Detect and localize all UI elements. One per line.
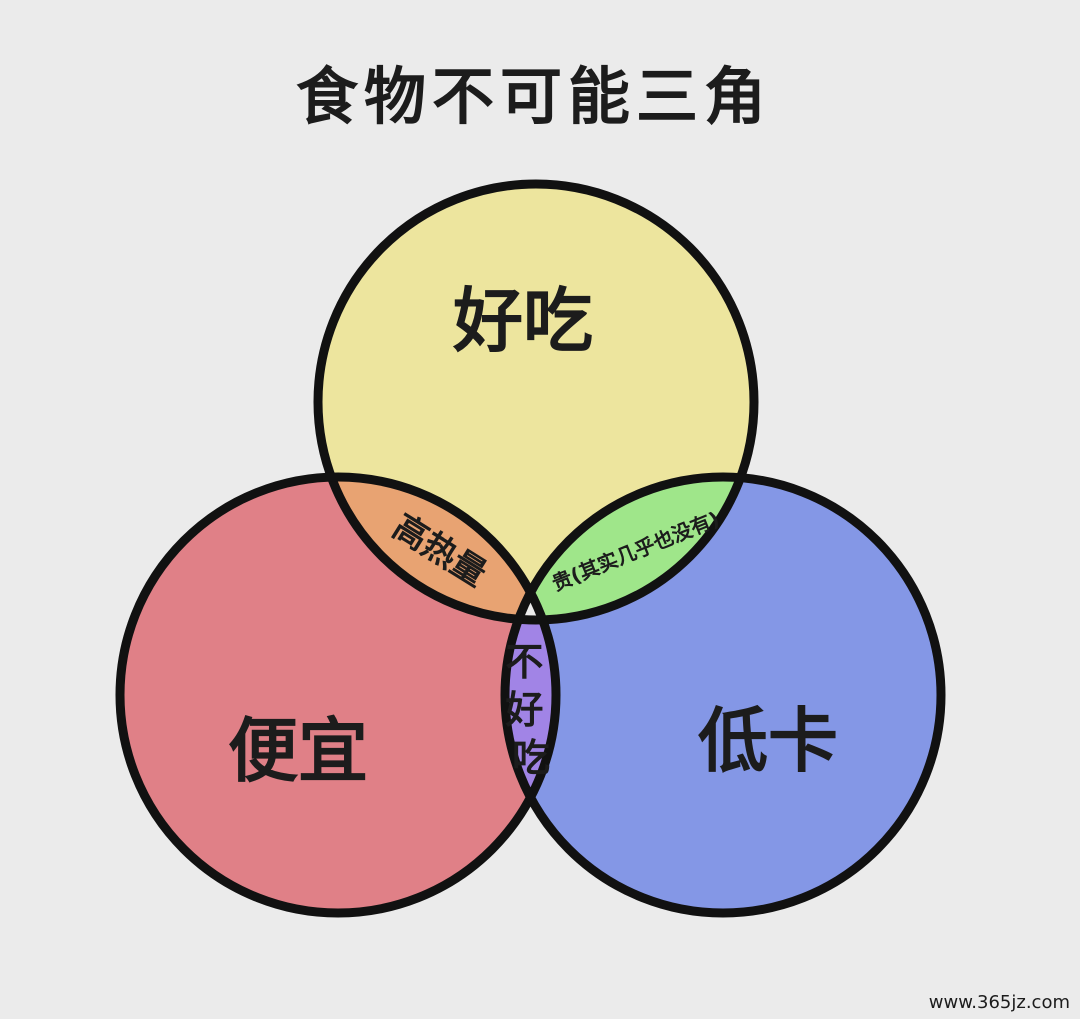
intersection-top-left xyxy=(318,477,556,620)
label-right-set: 低卡 xyxy=(698,700,838,782)
label-left-right: 不 好 吃 xyxy=(504,640,556,780)
outline-top xyxy=(313,179,759,625)
label-left-set: 便宜 xyxy=(228,710,368,792)
diagram-title: 食物不可能三角 xyxy=(296,60,772,133)
watermark: www.365jz.com xyxy=(929,992,1070,1013)
outline-right xyxy=(500,472,946,918)
label-top-set: 好吃 xyxy=(452,280,593,362)
outline-left xyxy=(115,472,561,918)
intersection-top-right xyxy=(505,477,754,620)
